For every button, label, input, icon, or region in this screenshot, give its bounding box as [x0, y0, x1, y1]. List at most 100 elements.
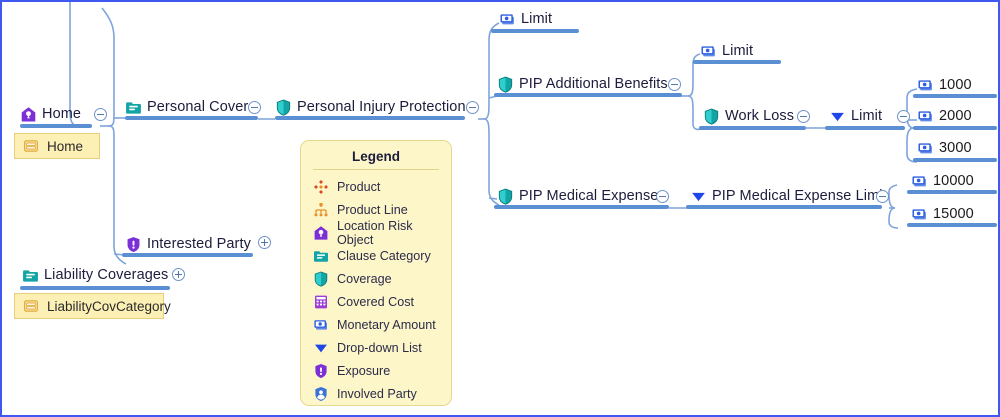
coverage-icon — [703, 108, 720, 125]
monetary-amount-icon — [700, 43, 717, 60]
involved-party-icon — [313, 386, 329, 402]
product-line-icon — [313, 202, 329, 218]
toggle-collapse-personal-cover[interactable] — [248, 101, 261, 114]
node-label: 10000 — [933, 172, 974, 189]
node-label: Limit — [851, 107, 883, 124]
node-label: Liability Coverages — [44, 266, 169, 283]
legend-item-label: Location Risk Object — [337, 218, 413, 247]
monetary-amount-icon — [911, 206, 928, 223]
legend-item-product-line: Product Line — [301, 198, 451, 221]
highlight-box-liabilitycovcategory[interactable]: LiabilityCovCategory — [14, 293, 171, 319]
node-bar-pip — [275, 116, 465, 120]
tree-node-amount-2000[interactable]: 2000 — [917, 105, 972, 127]
legend-item-exposure: Exposure — [301, 359, 451, 382]
toggle-collapse-home[interactable] — [94, 108, 107, 121]
coverage-icon — [497, 76, 514, 93]
toggle-collapse-personal-injury-protection[interactable] — [466, 101, 479, 114]
node-bar-amt-3000 — [913, 158, 997, 162]
node-bar-pip-med — [494, 205, 669, 209]
monetary-amount-icon — [917, 108, 934, 125]
tree-node-work-loss-limit[interactable]: Limit — [829, 105, 882, 127]
node-label: Personal Cover — [147, 98, 249, 115]
tree-node-interested-party[interactable]: Interested Party — [125, 233, 251, 255]
monetary-amount-icon — [917, 77, 934, 94]
node-bar-limit-mid — [693, 60, 781, 64]
node-bar-amt-10000 — [907, 190, 997, 194]
legend-item-product: Product — [301, 175, 451, 198]
legend-divider — [313, 169, 439, 170]
tree-node-liability-coverages[interactable]: Liability Coverages — [22, 264, 168, 286]
monetary-amount-icon — [313, 317, 329, 333]
legend-item-label: Covered Cost — [337, 294, 414, 309]
highlight-box-home[interactable]: Home — [14, 133, 100, 159]
toggle-collapse-pip-additional-benefits[interactable] — [668, 78, 681, 91]
tree-node-home[interactable]: Home — [20, 103, 81, 125]
legend-item-label: Involved Party — [337, 386, 417, 401]
node-bar-amt-2000 — [913, 126, 997, 130]
legend-panel: Legend Product Product Line Location Ris… — [300, 140, 452, 406]
node-label: PIP Medical Expense — [519, 187, 659, 204]
toggle-expand-liability-coverages[interactable] — [172, 268, 185, 281]
covered-cost-icon — [313, 294, 329, 310]
tree-node-pip-additional-benefits[interactable]: PIP Additional Benefits — [497, 73, 668, 95]
tree-node-amount-15000[interactable]: 15000 — [911, 203, 974, 225]
highlight-box-label: LiabilityCovCategory — [47, 298, 171, 314]
product-icon — [313, 179, 329, 195]
tree-node-personal-injury-protection[interactable]: Personal Injury Protection — [275, 96, 466, 118]
covered-cost-box-icon — [23, 138, 39, 154]
node-label: PIP Medical Expense Limit — [712, 187, 887, 204]
legend-item-label: Clause Category — [337, 248, 431, 263]
legend-item-label: Drop-down List — [337, 340, 422, 355]
coverage-icon — [275, 99, 292, 116]
node-bar-interested — [122, 253, 253, 257]
tree-node-amount-1000[interactable]: 1000 — [917, 74, 972, 96]
tree-node-work-loss[interactable]: Work Loss — [703, 105, 794, 127]
node-bar-amt-15000 — [907, 223, 997, 227]
coverage-icon — [313, 271, 329, 287]
clause-category-icon — [125, 99, 142, 116]
tree-node-amount-3000[interactable]: 3000 — [917, 137, 972, 159]
node-label: Interested Party — [147, 235, 251, 252]
node-bar-pip-add — [494, 93, 682, 97]
exposure-icon — [125, 236, 142, 253]
node-bar-liability — [20, 286, 170, 290]
tree-node-personal-cover[interactable]: Personal Cover — [125, 96, 248, 118]
node-label: 15000 — [933, 205, 974, 222]
node-label: PIP Additional Benefits — [519, 75, 668, 92]
location-risk-object-icon — [313, 225, 329, 241]
node-label: Personal Injury Protection — [297, 98, 466, 115]
toggle-collapse-pip-medical-expense[interactable] — [656, 190, 669, 203]
node-bar-pip-med-lim — [686, 205, 882, 209]
toggle-expand-interested-party[interactable] — [258, 236, 271, 249]
tree-node-limit-top[interactable]: Limit — [499, 8, 552, 30]
exposure-icon — [313, 363, 329, 379]
legend-item-involved-party: Involved Party — [301, 382, 451, 405]
monetary-amount-icon — [499, 11, 516, 28]
node-label: 3000 — [939, 139, 972, 156]
legend-item-clause-category: Clause Category — [301, 244, 451, 267]
node-label: 2000 — [939, 107, 972, 124]
toggle-collapse-work-loss-limit[interactable] — [897, 110, 910, 123]
drop-down-list-icon — [829, 108, 846, 125]
location-risk-object-icon — [20, 106, 37, 123]
legend-item-label: Product — [337, 179, 381, 194]
toggle-collapse-pip-medical-expense-limit[interactable] — [876, 190, 889, 203]
toggle-collapse-work-loss[interactable] — [797, 110, 810, 123]
tree-node-limit-mid[interactable]: Limit — [700, 40, 753, 62]
tree-node-amount-10000[interactable]: 10000 — [911, 170, 974, 192]
tree-node-pip-medical-expense-limit[interactable]: PIP Medical Expense Limit — [690, 185, 887, 207]
tree-node-pip-medical-expense[interactable]: PIP Medical Expense — [497, 185, 658, 207]
highlight-box-label: Home — [47, 138, 84, 154]
legend-item-location-risk-object: Location Risk Object — [301, 218, 451, 247]
legend-item-covered-cost: Covered Cost — [301, 290, 451, 313]
monetary-amount-icon — [911, 173, 928, 190]
legend-title: Legend — [351, 149, 400, 164]
monetary-amount-icon — [917, 140, 934, 157]
legend-item-monetary-amount: Monetary Amount — [301, 313, 451, 336]
clause-category-icon — [313, 248, 329, 264]
coverage-icon — [497, 188, 514, 205]
legend-item-label: Exposure — [337, 363, 391, 378]
node-bar-amt-1000 — [913, 94, 997, 98]
node-bar-work-loss — [699, 126, 806, 130]
